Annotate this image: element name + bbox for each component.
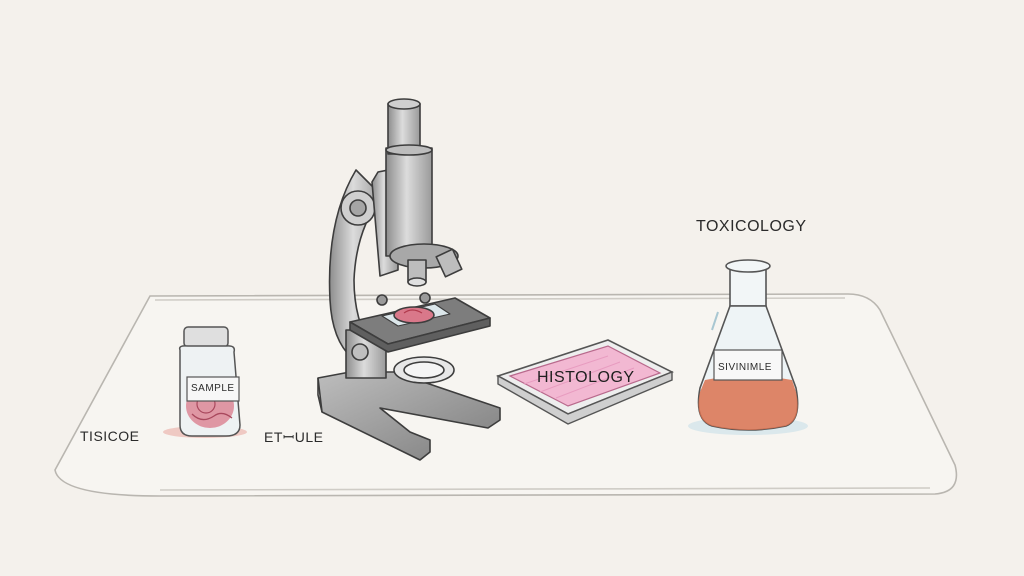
histology-label: HISTOLOGY	[537, 369, 635, 386]
flask-label: SIVINIMLE	[718, 362, 772, 373]
toxicology-label: TOXICOLOGY	[696, 218, 807, 235]
etule-label: ETꟷULE	[264, 429, 324, 445]
sample-jar-label: SAMPLE	[191, 383, 235, 394]
histology-slide	[495, 339, 674, 425]
sample-jar	[163, 326, 247, 438]
erlenmeyer-flask	[688, 259, 808, 435]
tissue-label: TISICOE	[80, 428, 140, 444]
microscope	[317, 98, 501, 461]
